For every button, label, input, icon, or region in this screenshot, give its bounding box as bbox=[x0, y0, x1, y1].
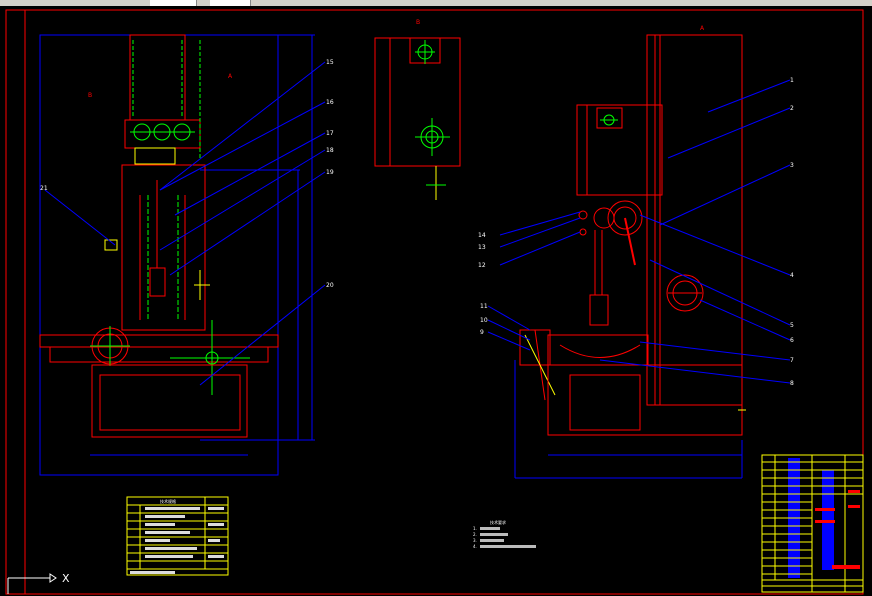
callout-10: 10 bbox=[480, 317, 488, 324]
view-label-a-top: A bbox=[700, 25, 705, 32]
side-view: A bbox=[514, 25, 746, 479]
callout-11: 11 bbox=[480, 303, 488, 310]
callout-18: 18 bbox=[326, 147, 334, 154]
callout-13: 13 bbox=[478, 244, 486, 251]
drawing-tab[interactable] bbox=[150, 0, 197, 6]
callout-17: 17 bbox=[326, 130, 334, 137]
view-label-a: A bbox=[228, 73, 233, 80]
spec-table-title: 技术规格 bbox=[160, 498, 176, 504]
notes-line-4: 4. bbox=[473, 544, 477, 549]
front-view bbox=[39, 34, 315, 476]
section-b-view: B bbox=[374, 19, 461, 200]
callout-3: 3 bbox=[790, 162, 794, 169]
callout-20: 20 bbox=[326, 282, 334, 289]
front-view-outline bbox=[39, 34, 279, 476]
callout-21: 21 bbox=[40, 185, 48, 192]
axis-x-label: X bbox=[62, 572, 70, 585]
callout-9: 9 bbox=[480, 329, 484, 336]
spec-table: 技术规格 bbox=[126, 496, 229, 576]
drawing-frame bbox=[5, 9, 864, 595]
callout-5: 5 bbox=[790, 322, 794, 329]
section-b-label: B bbox=[416, 19, 420, 26]
view-label-b: B bbox=[88, 92, 92, 99]
callout-1: 1 bbox=[790, 77, 794, 84]
ucs-axis-icon: X bbox=[7, 572, 70, 594]
callout-4: 4 bbox=[790, 272, 794, 279]
notes-line-2: 2. bbox=[473, 532, 477, 537]
callout-15: 15 bbox=[326, 59, 334, 66]
front-view-callouts: 15 16 17 18 19 20 21 bbox=[40, 59, 334, 386]
notes-title: 技术要求 bbox=[490, 519, 506, 525]
notes-line-1: 1. bbox=[473, 526, 477, 531]
callout-7: 7 bbox=[790, 357, 794, 364]
callout-6: 6 bbox=[790, 337, 794, 344]
callout-2: 2 bbox=[790, 105, 794, 112]
callout-14: 14 bbox=[478, 232, 486, 239]
callout-16: 16 bbox=[326, 99, 334, 106]
window-tab-strip bbox=[0, 0, 872, 6]
side-view-callouts: 1 2 3 4 5 6 7 8 11 10 9 12 13 14 bbox=[478, 77, 794, 387]
title-block bbox=[761, 454, 864, 593]
model-tab[interactable] bbox=[210, 0, 251, 6]
callout-8: 8 bbox=[790, 380, 794, 387]
technical-notes: 技术要求 1. 2. 3. 4. bbox=[473, 519, 536, 549]
notes-line-3: 3. bbox=[473, 538, 477, 543]
callout-19: 19 bbox=[326, 169, 334, 176]
callout-12: 12 bbox=[478, 262, 486, 269]
